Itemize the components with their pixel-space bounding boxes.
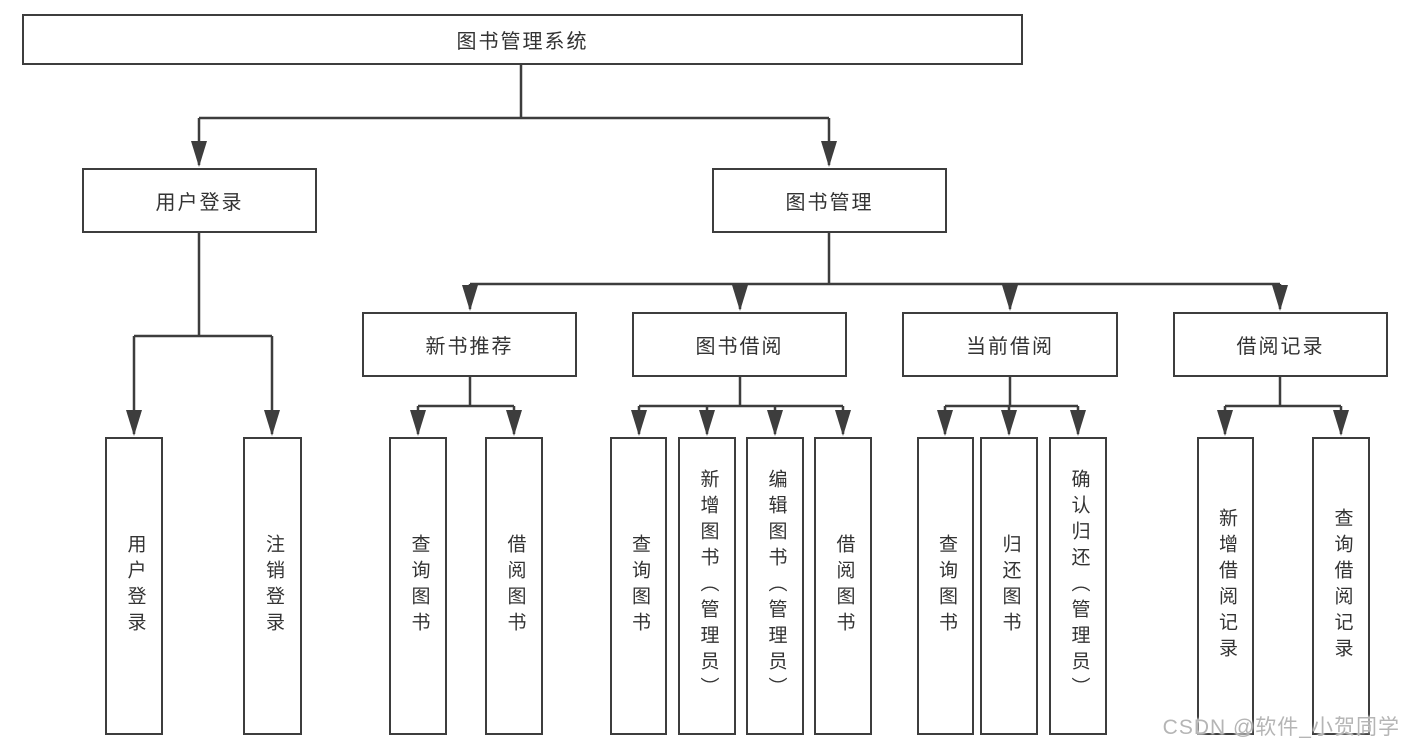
leaf-edit-books-admin: 编辑图书（管理员） [746, 437, 804, 735]
leaf-borrow-books-recommend: 借阅图书 [485, 437, 543, 735]
leaf-add-borrow-record: 新增借阅记录 [1197, 437, 1254, 735]
leaf-query-borrow-record: 查询借阅记录 [1312, 437, 1370, 735]
node-book-management: 图书管理 [712, 168, 947, 233]
leaf-query-books-recommend: 查询图书 [389, 437, 447, 735]
node-book-borrowing: 图书借阅 [632, 312, 847, 377]
leaf-user-login: 用户登录 [105, 437, 163, 735]
node-new-book-recommendation: 新书推荐 [362, 312, 577, 377]
node-root-library-management-system: 图书管理系统 [22, 14, 1023, 65]
node-borrowing-records: 借阅记录 [1173, 312, 1388, 377]
node-current-borrowing: 当前借阅 [902, 312, 1118, 377]
leaf-query-books-borrow: 查询图书 [610, 437, 667, 735]
leaf-query-books-current: 查询图书 [917, 437, 974, 735]
leaf-logout: 注销登录 [243, 437, 302, 735]
leaf-add-books-admin: 新增图书（管理员） [678, 437, 736, 735]
node-user-login: 用户登录 [82, 168, 317, 233]
leaf-confirm-return-admin: 确认归还（管理员） [1049, 437, 1107, 735]
leaf-return-books: 归还图书 [980, 437, 1038, 735]
leaf-borrow-books: 借阅图书 [814, 437, 872, 735]
csdn-watermark: CSDN @软件_小贺同学 [1162, 716, 1400, 739]
